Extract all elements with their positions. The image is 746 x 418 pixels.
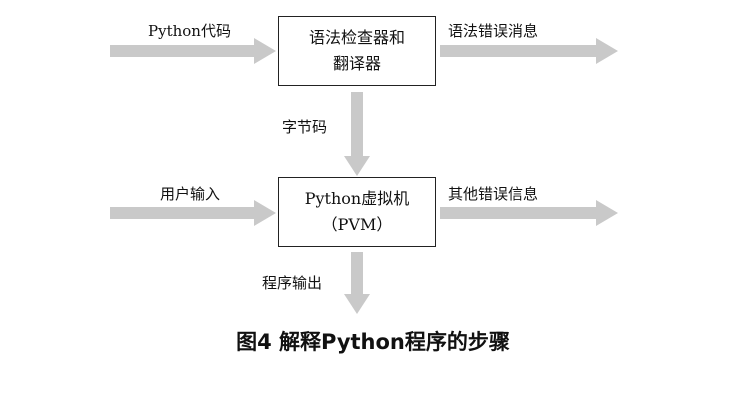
arrow-bytecode-down <box>344 92 370 176</box>
compiler-box-line1: 语法检查器和 <box>308 28 405 47</box>
arrow-user-input-in <box>110 200 276 226</box>
label-python-code: Python代码 <box>148 22 231 40</box>
label-other-error: 其他错误信息 <box>448 185 539 203</box>
arrow-python-code-in <box>110 38 276 64</box>
label-syntax-error: 语法错误消息 <box>448 22 539 40</box>
compiler-box-line2: 翻译器 <box>332 54 381 73</box>
label-bytecode: 字节码 <box>282 118 328 136</box>
arrow-other-error-out <box>440 200 618 226</box>
label-user-input: 用户输入 <box>160 185 221 203</box>
arrow-program-output-down <box>344 252 370 314</box>
label-program-output: 程序输出 <box>262 274 323 292</box>
pvm-box-line2: （PVM） <box>321 215 393 234</box>
figure-caption: 图4 解释Python程序的步骤 <box>236 330 510 354</box>
syntax-checker-translator-box: 语法检查器和 翻译器 <box>278 16 436 86</box>
arrow-syntax-error-out <box>440 38 618 64</box>
pvm-box-line1: Python虚拟机 <box>304 189 410 208</box>
python-virtual-machine-box: Python虚拟机 （PVM） <box>278 177 436 247</box>
